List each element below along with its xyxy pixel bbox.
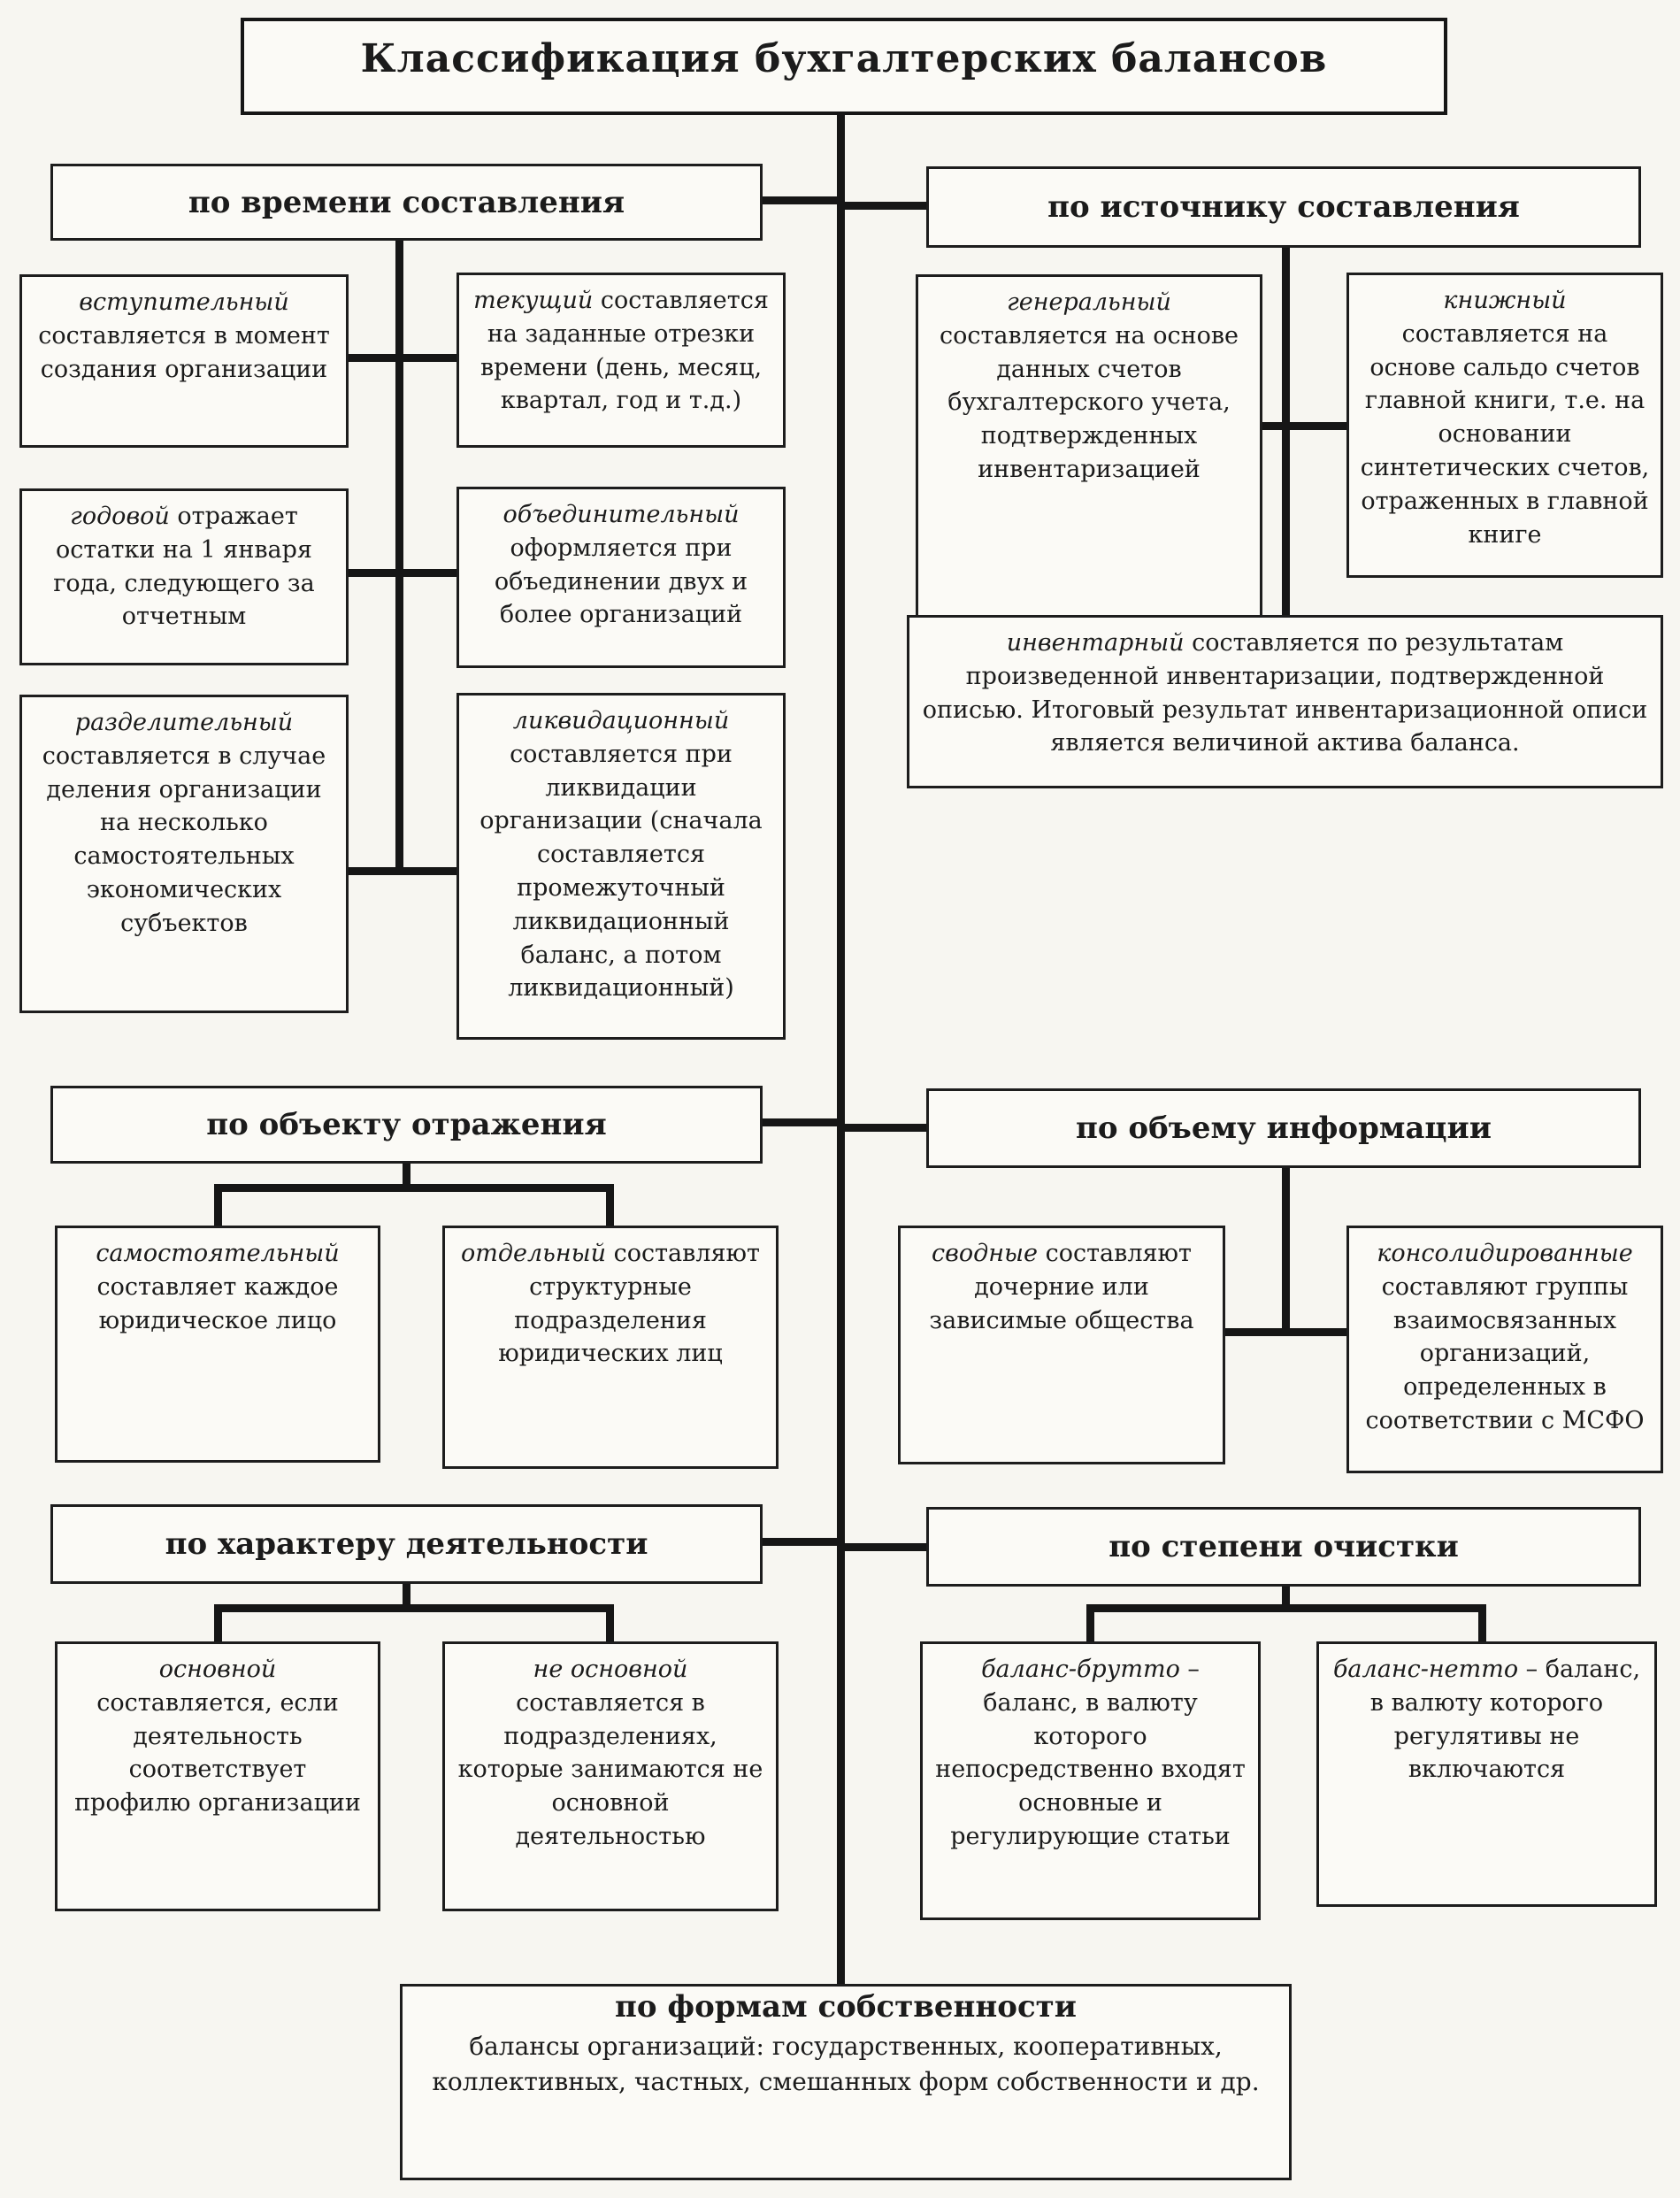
definition: составляют дочерние или зависимые общест…: [929, 1240, 1194, 1334]
connector-time-spine: [395, 241, 403, 875]
definition: составляет каждое юридическое лицо: [96, 1272, 339, 1334]
definition: составляется на заданные отрезки времени…: [479, 287, 769, 415]
header-by-time: по времени составления: [50, 164, 763, 241]
node-general: генеральный составляется на основе данны…: [916, 274, 1262, 621]
node-balance-netto: баланс-нетто – баланс, в валюту которого…: [1316, 1641, 1657, 1907]
connector-activity-drop-1: [214, 1604, 222, 1641]
term: ликвидационный: [512, 707, 730, 734]
connector-row1-right: [845, 202, 926, 210]
definition: составляется при ликвидации организации …: [479, 740, 763, 1003]
connector-source-tee: [1262, 422, 1346, 430]
connector-purity-stub: [1282, 1587, 1290, 1610]
node-liquidation: ликвидационный составляется при ликвидац…: [456, 693, 786, 1040]
term: объединительный: [502, 501, 740, 528]
node-dividing: разделительный составляется в случае дел…: [19, 695, 349, 1013]
connector-volume-spine: [1282, 1168, 1290, 1336]
header-by-volume: по объему информации: [926, 1088, 1641, 1168]
connector-object-drop-2: [606, 1184, 614, 1226]
header-by-source: по источнику составления: [926, 166, 1641, 248]
term: баланс-нетто: [1332, 1656, 1519, 1683]
definition: составляется в подразделениях, которые з…: [457, 1688, 763, 1850]
definition: – баланс, в валюту которого непосредстве…: [935, 1656, 1246, 1850]
connector-activity-stub: [403, 1584, 410, 1610]
definition: составляется в случае деления организаци…: [42, 742, 326, 937]
term: генеральный: [1007, 288, 1171, 316]
definition: составляется в момент создания организац…: [38, 321, 330, 383]
term: консолидированные: [1377, 1240, 1633, 1267]
connector-time-tee-1: [349, 354, 456, 362]
connector-purity-bar: [1086, 1604, 1486, 1612]
node-ownership: по формам собственности балансы организа…: [400, 1984, 1292, 2180]
term: годовой: [70, 503, 170, 530]
node-inventory: инвентарный составляется по результатам …: [907, 615, 1663, 788]
connector-object-bar: [214, 1184, 614, 1192]
node-separate: отдельный составляют структурные подразд…: [442, 1226, 779, 1469]
definition: составляется по результатам произведенно…: [922, 629, 1648, 757]
connector-object-stub: [403, 1164, 410, 1190]
connector-time-tee-3: [349, 867, 456, 875]
node-unifying: объединительный оформляется при объедине…: [456, 487, 786, 668]
term: вступительный: [79, 288, 289, 316]
term: текущий: [473, 287, 594, 314]
term: самостоятельный: [96, 1240, 340, 1267]
definition: отражает остатки на 1 января года, следу…: [53, 503, 315, 631]
header-by-ownership: по формам собственности: [615, 1989, 1077, 2025]
term: отдельный: [461, 1240, 607, 1267]
node-current: текущий составляется на заданные отрезки…: [456, 273, 786, 448]
term: баланс-брутто: [981, 1656, 1180, 1683]
connector-purity-drop-2: [1478, 1604, 1486, 1641]
term: инвентарный: [1006, 629, 1185, 657]
connector-volume-tee: [1225, 1328, 1346, 1336]
header-by-activity: по характеру деятельности: [50, 1504, 763, 1584]
connector-source-spine: [1282, 248, 1290, 615]
node-balance-brutto: баланс-брутто – баланс, в валюту которог…: [920, 1641, 1261, 1920]
connector-row2-right: [845, 1124, 926, 1132]
term: разделительный: [74, 709, 294, 736]
definition: оформляется при объединении двух и более…: [494, 534, 748, 629]
definition: составляется на основе данных счетов бух…: [939, 321, 1239, 483]
connector-central-trunk: [837, 113, 845, 1984]
connector-object-drop-1: [214, 1184, 222, 1226]
definition: составляют группы взаимосвязанных органи…: [1365, 1272, 1645, 1434]
term: не основной: [533, 1656, 688, 1683]
header-by-object: по объекту отражения: [50, 1086, 763, 1164]
connector-activity-drop-2: [606, 1604, 614, 1641]
connector-row1-left: [763, 196, 837, 204]
node-introductory: вступительный составляется в момент созд…: [19, 274, 349, 448]
connector-row3-right: [845, 1543, 926, 1551]
node-annual: годовой отражает остатки на 1 января год…: [19, 488, 349, 665]
node-consolidated: консолидированные составляют группы взаи…: [1346, 1226, 1663, 1473]
definition: составляется, если деятельность соответс…: [74, 1688, 361, 1818]
diagram-title: Классификация бухгалтерских балансов: [241, 18, 1447, 115]
connector-activity-bar: [214, 1604, 614, 1612]
header-by-purity: по степени очистки: [926, 1507, 1641, 1587]
node-summary: сводные составляют дочерние или зависимы…: [898, 1226, 1225, 1464]
node-book: книжный составляется на основе сальдо сч…: [1346, 273, 1663, 578]
definition: – баланс, в валюту которого регулятивы н…: [1369, 1656, 1641, 1784]
connector-row2-left: [763, 1118, 837, 1126]
node-non-main-activity: не основной составляется в подразделения…: [442, 1641, 779, 1911]
node-independent: самостоятельный составляет каждое юридич…: [55, 1226, 380, 1463]
definition: составляют структурные подразделения юри…: [498, 1240, 760, 1368]
term: книжный: [1443, 287, 1567, 314]
definition: балансы организаций: государственных, ко…: [432, 2031, 1260, 2097]
connector-row3-left: [763, 1538, 837, 1546]
definition: составляется на основе сальдо счетов гла…: [1360, 319, 1650, 549]
connector-time-tee-2: [349, 569, 456, 577]
node-main-activity: основной составляется, если деятельность…: [55, 1641, 380, 1911]
term: сводные: [932, 1240, 1038, 1267]
connector-purity-drop-1: [1086, 1604, 1094, 1641]
term: основной: [158, 1656, 277, 1683]
